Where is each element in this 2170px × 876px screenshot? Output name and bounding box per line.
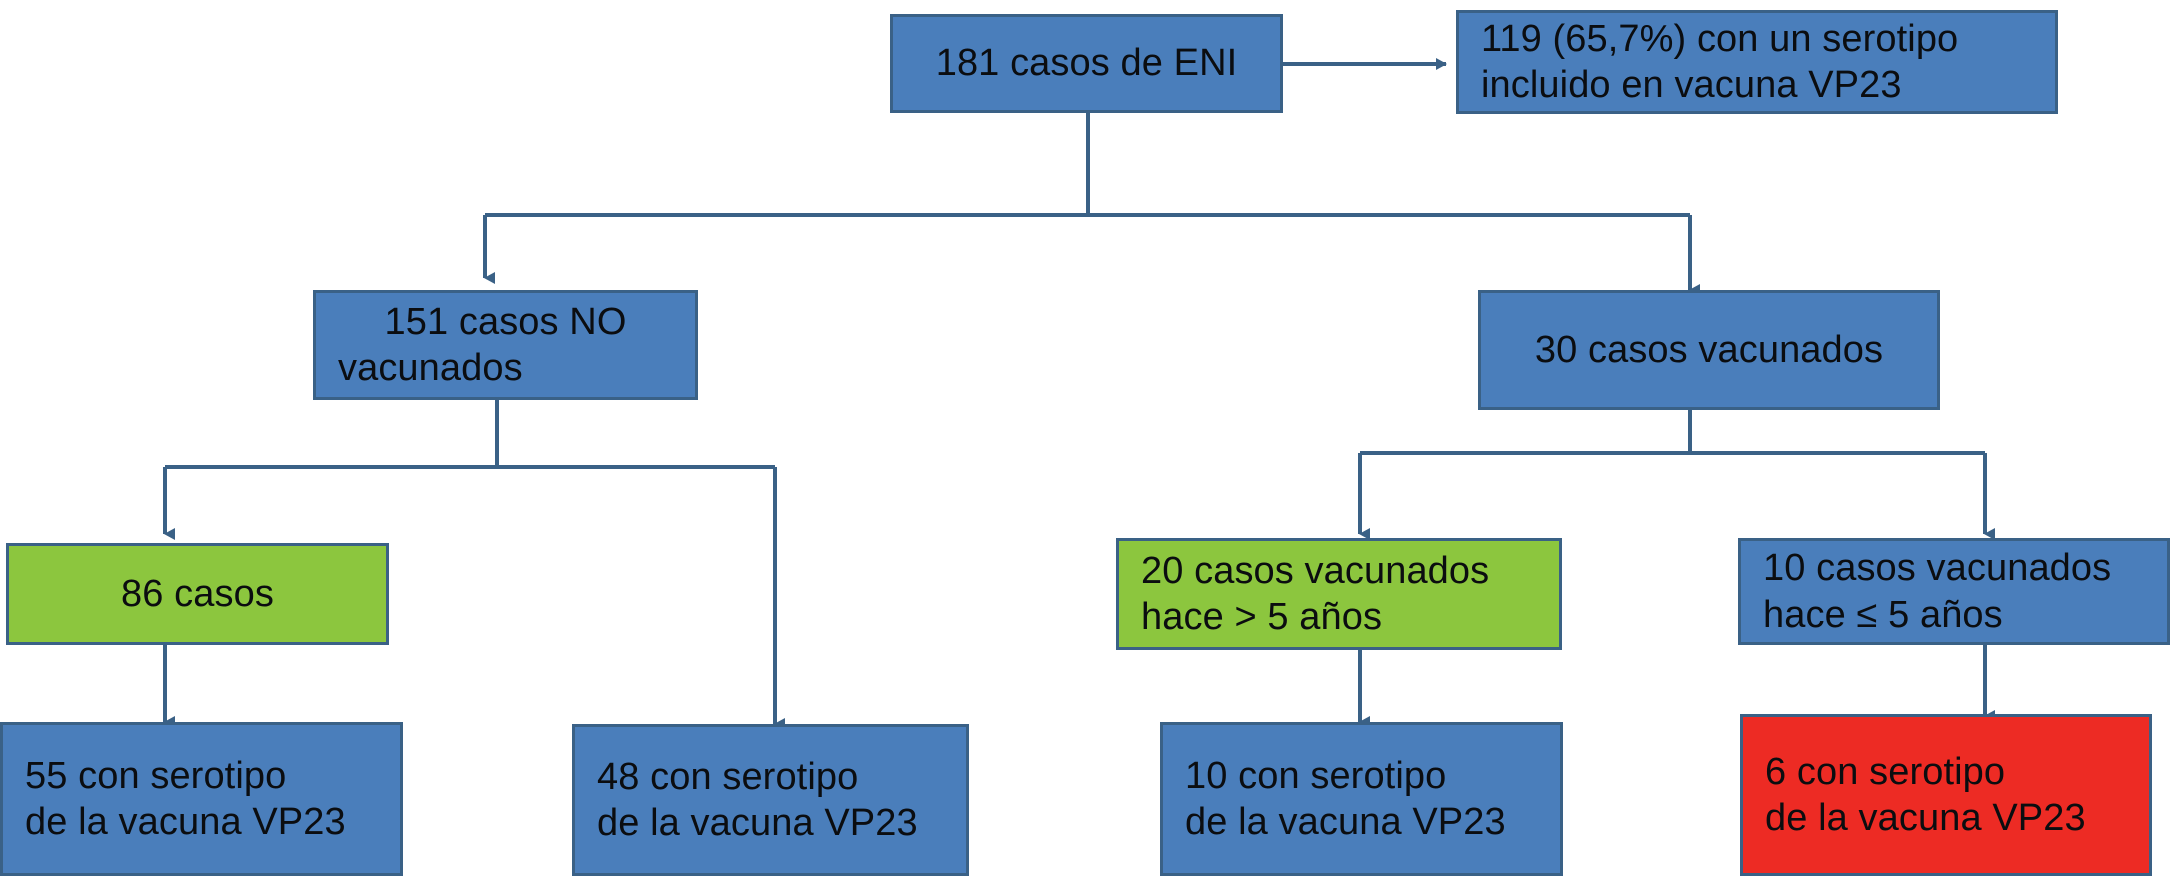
node-serotype-10-line2: de la vacuna VP23 [1185, 801, 1506, 843]
node-vaccinated-le5[interactable]: 10 casos vacunados hace ≤ 5 años [1738, 538, 2170, 645]
node-cases-86[interactable]: 86 casos [6, 543, 389, 645]
node-not-vaccinated[interactable]: 151 casos NO vacunados [313, 290, 698, 400]
node-serotype-55[interactable]: 55 con serotipo de la vacuna VP23 [0, 722, 403, 876]
node-serotype-55-line2: de la vacuna VP23 [25, 801, 346, 843]
edge-vaccinated-split-bus [1360, 410, 1985, 455]
node-vaccinated-le5-line1: 10 casos vacunados [1763, 547, 2112, 590]
node-serotype-6[interactable]: 6 con serotipo de la vacuna VP23 [1740, 714, 2152, 876]
node-vaccinated-gt5-line2: hace > 5 años [1141, 596, 1383, 638]
node-root-line1: 181 casos de ENI [935, 42, 1238, 85]
node-vaccinated-gt5-line1: 20 casos vacunados [1141, 549, 1490, 592]
node-vaccinated-line1: 30 casos vacunados [1534, 328, 1884, 371]
node-serotype-48[interactable]: 48 con serotipo de la vacuna VP23 [572, 724, 969, 876]
node-vaccinated-le5-line2: hace ≤ 5 años [1763, 593, 2003, 636]
node-serotype-note-line1: 119 (65,7%) con un serotipo [1481, 17, 1959, 60]
node-cases-86-line1: 86 casos [121, 572, 274, 615]
edge-not-vaccinated-split-bus [165, 400, 775, 469]
node-serotype-55-line1: 55 con serotipo [25, 754, 287, 797]
node-serotype-6-line2: de la vacuna VP23 [1765, 797, 2086, 839]
node-serotype-10[interactable]: 10 con serotipo de la vacuna VP23 [1160, 722, 1563, 876]
node-serotype-48-line2: de la vacuna VP23 [597, 802, 918, 844]
node-root[interactable]: 181 casos de ENI [890, 14, 1283, 113]
node-serotype-6-line1: 6 con serotipo [1765, 750, 2006, 793]
edge-root-split-bus [485, 113, 1690, 217]
node-serotype-48-line1: 48 con serotipo [597, 755, 859, 798]
node-not-vaccinated-line1: 151 casos NO [384, 300, 627, 343]
node-serotype-10-line1: 10 con serotipo [1185, 754, 1447, 797]
node-serotype-note[interactable]: 119 (65,7%) con un serotipo incluido en … [1456, 10, 2058, 114]
node-vaccinated-gt5[interactable]: 20 casos vacunados hace > 5 años [1116, 538, 1562, 650]
node-serotype-note-line2: incluido en vacuna VP23 [1481, 64, 1902, 106]
node-not-vaccinated-line2: vacunados [338, 347, 523, 389]
node-vaccinated[interactable]: 30 casos vacunados [1478, 290, 1940, 410]
